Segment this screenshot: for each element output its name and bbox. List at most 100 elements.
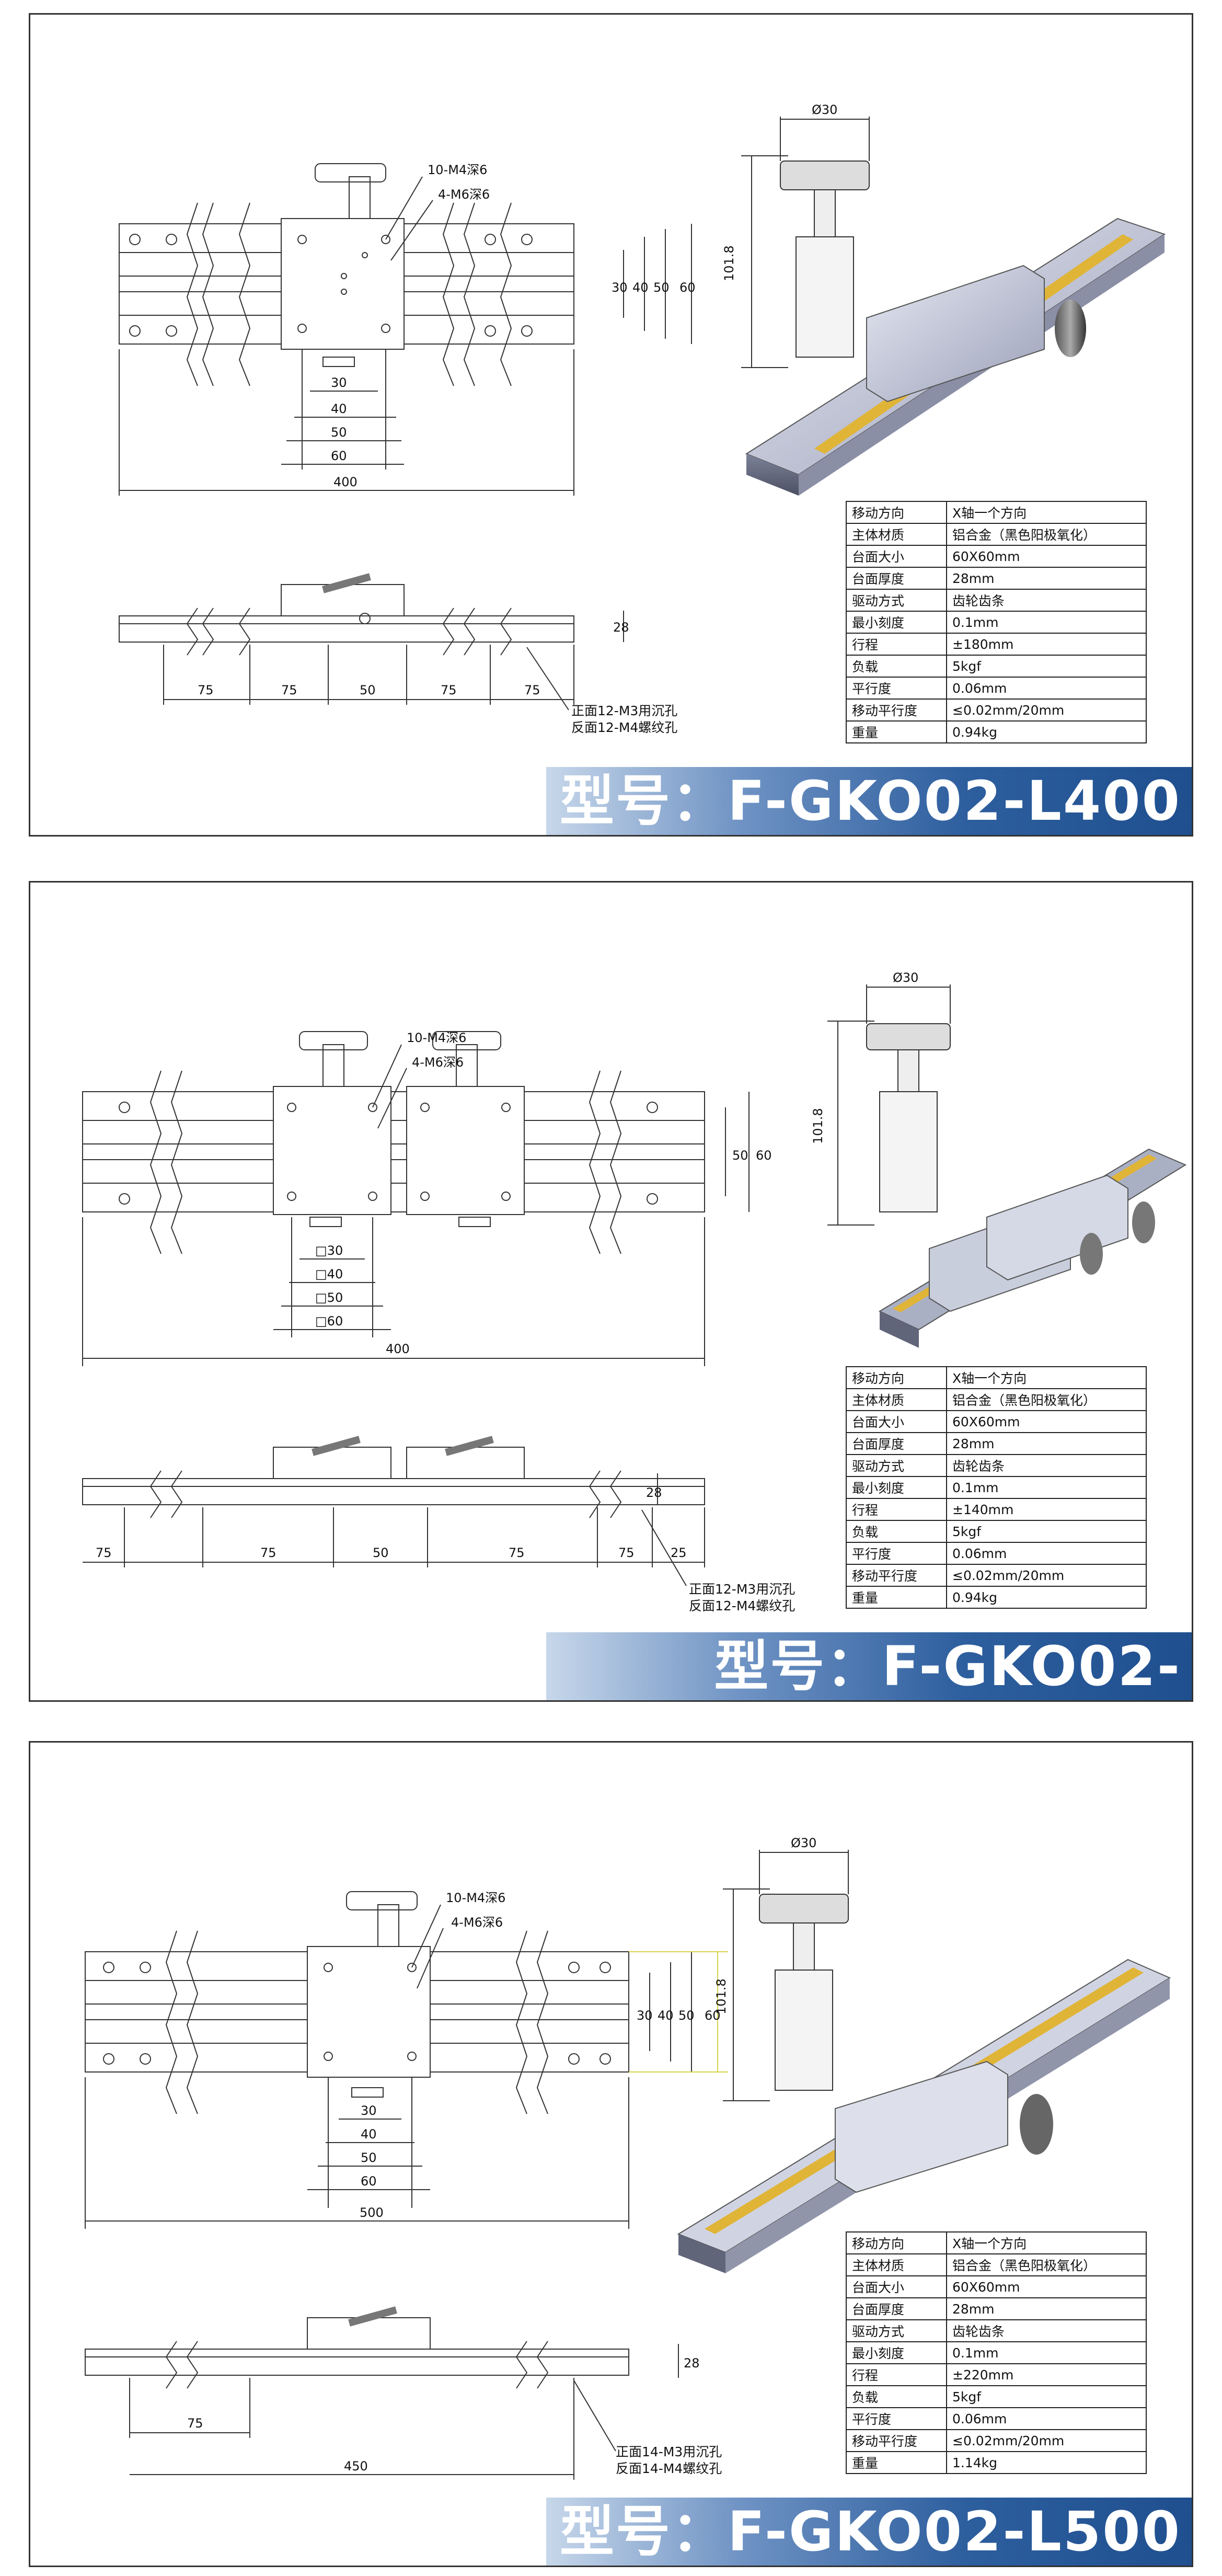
iso-dia: Ø30	[812, 102, 837, 117]
model-banner-1: 型号：F-GKO02-L400	[546, 767, 1192, 835]
spec-label: 移动方向	[846, 2231, 947, 2254]
spec-value: 1.14kg	[946, 2451, 1147, 2474]
spec-label: 负载	[846, 655, 947, 678]
note-line-2: 反面14-M4螺纹孔	[616, 2461, 722, 2476]
spec-value: 28mm	[946, 2297, 1147, 2320]
dim-right-1: 30	[637, 2008, 653, 2023]
spec-value: 0.06mm	[946, 1542, 1147, 1565]
dim-top-4: □60	[315, 1314, 343, 1329]
product-panel-1: 30 40 50 60 400 30 40 50 60 10-M4深6 4-M6…	[29, 13, 1193, 837]
dim-bottom-1: 75	[198, 683, 214, 697]
spec-row: 驱动方式齿轮齿条	[846, 1454, 1147, 1477]
spec-value: 铝合金（黑色阳极氧化）	[946, 2253, 1147, 2276]
spec-label: 重量	[846, 720, 947, 743]
spec-value: 0.1mm	[946, 1476, 1147, 1499]
dim-top-2: 40	[331, 402, 347, 416]
spec-label: 台面厚度	[846, 567, 947, 590]
spec-label: 行程	[846, 633, 947, 656]
iso-height: 101.8	[722, 245, 736, 281]
dim-top-4: 60	[361, 2174, 377, 2189]
stage-3d-render	[745, 217, 1166, 496]
note-line-1: 正面14-M3用沉孔	[616, 2444, 722, 2459]
spec-label: 台面大小	[846, 545, 947, 568]
iso-dia: Ø30	[791, 1836, 816, 1850]
dim-top-3: 50	[331, 425, 347, 440]
spec-label: 负载	[846, 2385, 947, 2408]
spec-value: 5kgf	[946, 2385, 1147, 2408]
dim-top-2: □40	[315, 1267, 343, 1281]
spec-value: 齿轮齿条	[946, 1454, 1147, 1477]
note-line-2: 反面12-M4螺纹孔	[689, 1598, 795, 1613]
spec-label: 最小刻度	[846, 611, 947, 634]
spec-label: 台面大小	[846, 1410, 947, 1433]
model-banner-3: 型号：F-GKO02-L500	[546, 2498, 1192, 2566]
callout-m4: 10-M4深6	[446, 1891, 505, 1905]
dim-right-3: 50	[653, 280, 670, 295]
dim-length: 400	[333, 475, 358, 489]
spec-label: 行程	[846, 1498, 947, 1521]
spec-label: 行程	[846, 2363, 947, 2386]
spec-label: 移动平行度	[846, 699, 947, 722]
spec-value: ≤0.02mm/20mm	[946, 2429, 1147, 2452]
spec-label: 平行度	[846, 677, 947, 700]
spec-label: 负载	[846, 1520, 947, 1543]
spec-value: ≤0.02mm/20mm	[946, 699, 1147, 722]
spec-value: 60X60mm	[946, 1410, 1147, 1433]
spec-label: 台面厚度	[846, 1432, 947, 1455]
spec-row: 驱动方式齿轮齿条	[846, 589, 1147, 612]
dim-top-3: □50	[315, 1290, 343, 1305]
spec-row: 移动平行度≤0.02mm/20mm	[846, 2429, 1147, 2452]
spec-row: 主体材质铝合金（黑色阳极氧化）	[846, 523, 1147, 546]
spec-label: 平行度	[846, 1542, 947, 1565]
spec-value: 0.1mm	[946, 2341, 1147, 2364]
spec-label: 主体材质	[846, 523, 947, 546]
spec-value: 铝合金（黑色阳极氧化）	[946, 523, 1147, 546]
spec-value: X轴一个方向	[946, 2231, 1147, 2254]
spec-label: 驱动方式	[846, 589, 947, 612]
spec-label: 平行度	[846, 2407, 947, 2430]
callout-m6: 4-M6深6	[438, 187, 490, 202]
spec-value: 60X60mm	[946, 545, 1147, 568]
dim-top-1: □30	[315, 1243, 343, 1258]
dim-right-1: 50	[732, 1148, 748, 1163]
spec-value: 0.06mm	[946, 677, 1147, 700]
product-panel-2: □30 □40 □50 □60 400 50 60 10-M4深6 4-M6深6…	[29, 881, 1193, 1766]
spec-value: ±180mm	[946, 633, 1147, 656]
spec-value: 5kgf	[946, 1520, 1147, 1543]
dim-bottom-3: 50	[373, 1545, 389, 1560]
dim-bottom-3: 50	[360, 683, 376, 697]
product-panel-3: 30 40 50 60 500 30 40 50 60 10-M4深6 4-M6…	[29, 1741, 1193, 2567]
spec-label: 移动平行度	[846, 1564, 947, 1587]
spec-value: 齿轮齿条	[946, 589, 1147, 612]
stage-3d-render	[878, 1148, 1187, 1348]
dim-bottom-2: 450	[344, 2459, 368, 2474]
spec-label: 移动方向	[846, 1366, 947, 1389]
dim-bottom-1: 75	[96, 1545, 112, 1560]
spec-row: 行程±140mm	[846, 1498, 1147, 1521]
spec-value: X轴一个方向	[946, 501, 1147, 524]
spec-value: 60X60mm	[946, 2275, 1147, 2298]
spec-row: 行程±180mm	[846, 633, 1147, 656]
dim-bottom-2: 75	[281, 683, 297, 697]
dim-bottom-4: 75	[509, 1545, 525, 1560]
spec-value: ±220mm	[946, 2363, 1147, 2386]
spec-label: 台面大小	[846, 2275, 947, 2298]
dim-height: 28	[684, 2356, 700, 2371]
dim-right-4: 60	[679, 280, 696, 295]
dim-right-4: 60	[705, 2008, 721, 2023]
spec-row: 主体材质铝合金（黑色阳极氧化）	[846, 2253, 1147, 2276]
spec-label: 最小刻度	[846, 2341, 947, 2364]
dim-length: 500	[360, 2205, 384, 2220]
